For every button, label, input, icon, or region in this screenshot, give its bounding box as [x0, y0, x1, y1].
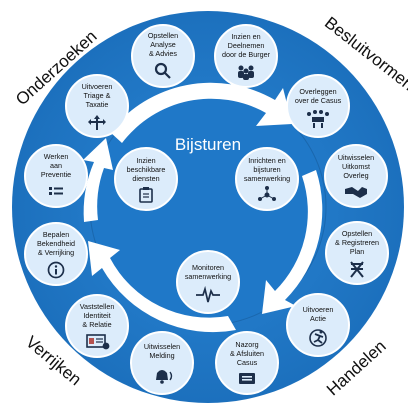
svg-text:& Advies: & Advies — [149, 49, 177, 58]
node-overleggen-casus[interactable]: Overleggen over de Casus — [286, 74, 350, 138]
svg-text:Deelnemen: Deelnemen — [228, 41, 265, 50]
svg-text:samenwerking: samenwerking — [185, 272, 231, 281]
svg-text:Uitwisselen: Uitwisselen — [338, 153, 374, 162]
bell-icon — [156, 370, 173, 384]
svg-text:bijsturen: bijsturen — [253, 165, 280, 174]
node-monitoren-samenwerking[interactable]: Monitoren samenwerking — [176, 250, 240, 314]
svg-text:Overleg: Overleg — [343, 171, 368, 180]
svg-text:Uitwisselen: Uitwisselen — [144, 342, 180, 351]
node-inzien-deelnemen[interactable]: Inzien en Deelnemen door de Burger — [214, 24, 278, 88]
svg-text:Taxatie: Taxatie — [86, 100, 109, 109]
svg-text:Opstellen: Opstellen — [148, 31, 178, 40]
folder-icon — [239, 373, 255, 384]
svg-text:beschikbare: beschikbare — [127, 165, 166, 174]
svg-text:Actie: Actie — [310, 314, 326, 323]
svg-text:diensten: diensten — [132, 174, 159, 183]
svg-text:Casus: Casus — [237, 358, 258, 367]
runner-icon — [309, 329, 327, 347]
search-icon — [154, 62, 171, 79]
director-chair-icon — [350, 261, 364, 278]
info-icon — [47, 261, 65, 279]
heartbeat-icon — [196, 285, 220, 303]
network-icon — [258, 186, 276, 201]
svg-text:Melding: Melding — [149, 351, 174, 360]
svg-text:& Registreren: & Registreren — [335, 238, 379, 247]
svg-text:& Afsluiten: & Afsluiten — [230, 349, 264, 358]
meeting-icon — [307, 110, 329, 128]
svg-text:Vaststellen: Vaststellen — [80, 302, 115, 311]
svg-text:Uitvoeren: Uitvoeren — [82, 82, 113, 91]
svg-text:Opstellen: Opstellen — [342, 229, 372, 238]
handshake-icon — [345, 187, 367, 198]
svg-text:Identiteit: Identiteit — [83, 311, 110, 320]
svg-text:Inzien: Inzien — [136, 156, 155, 165]
svg-text:& Relatie: & Relatie — [82, 320, 111, 329]
svg-text:Bepalen: Bepalen — [43, 230, 69, 239]
node-inrichten-samenwerking[interactable]: Inrichten en bijsturen samenwerking — [235, 147, 299, 211]
node-uitwisselen-overleg[interactable]: Uitwisselen Uitkomst Overleg — [324, 144, 388, 208]
node-vaststellen-identiteit[interactable]: Vaststellen Identiteit & Relatie — [65, 294, 129, 358]
svg-text:aan: aan — [50, 161, 62, 170]
svg-text:Triage &: Triage & — [84, 91, 111, 100]
node-uitwisselen-melding[interactable]: Uitwisselen Melding — [130, 331, 194, 395]
node-bepalen-bekendheid[interactable]: Bepalen Bekendheid & Verrijking — [24, 222, 88, 286]
svg-text:Plan: Plan — [350, 247, 364, 256]
svg-text:Nazorg: Nazorg — [235, 340, 258, 349]
svg-text:Uitvoeren: Uitvoeren — [303, 305, 334, 314]
node-opstellen-plan[interactable]: Opstellen & Registreren Plan — [325, 221, 389, 285]
outer-nodes: Opstellen Analyse & Advies Inzien en Dee… — [24, 24, 389, 395]
svg-text:Monitoren: Monitoren — [192, 263, 224, 272]
people-icon — [238, 65, 254, 80]
svg-text:over de Casus: over de Casus — [295, 96, 342, 105]
svg-text:Uitkomst: Uitkomst — [342, 162, 370, 171]
svg-text:Inrichten en: Inrichten en — [248, 156, 286, 165]
node-opstellen-analyse[interactable]: Opstellen Analyse & Advies — [131, 24, 195, 88]
svg-text:Analyse: Analyse — [150, 40, 176, 49]
node-inzien-diensten[interactable]: Inzien beschikbare diensten — [114, 147, 178, 211]
svg-text:& Verrijking: & Verrijking — [38, 248, 74, 257]
svg-text:Inzien en: Inzien en — [231, 32, 260, 41]
svg-text:Preventie: Preventie — [41, 170, 71, 179]
node-werken-preventie[interactable]: Werken aan Preventie — [24, 144, 88, 208]
svg-text:Bekendheid: Bekendheid — [37, 239, 75, 248]
svg-text:samenwerking: samenwerking — [244, 174, 290, 183]
inner-nodes: Inzien beschikbare diensten Inrichten en… — [114, 147, 299, 314]
node-uitvoeren-triage[interactable]: Uitvoeren Triage & Taxatie — [65, 74, 129, 138]
clipboard-icon — [139, 187, 153, 203]
signpost-icon — [88, 115, 106, 130]
checklist-icon — [49, 187, 63, 195]
swirl-arrows — [83, 82, 323, 333]
svg-text:Werken: Werken — [44, 152, 69, 161]
node-uitvoeren-actie[interactable]: Uitvoeren Actie — [286, 293, 350, 357]
svg-text:door de Burger: door de Burger — [222, 50, 271, 59]
center-title: Bijsturen — [175, 135, 241, 154]
id-card-icon — [86, 334, 110, 350]
node-nazorg-afsluiten[interactable]: Nazorg & Afsluiten Casus — [215, 331, 279, 395]
svg-text:Overleggen: Overleggen — [299, 87, 336, 96]
